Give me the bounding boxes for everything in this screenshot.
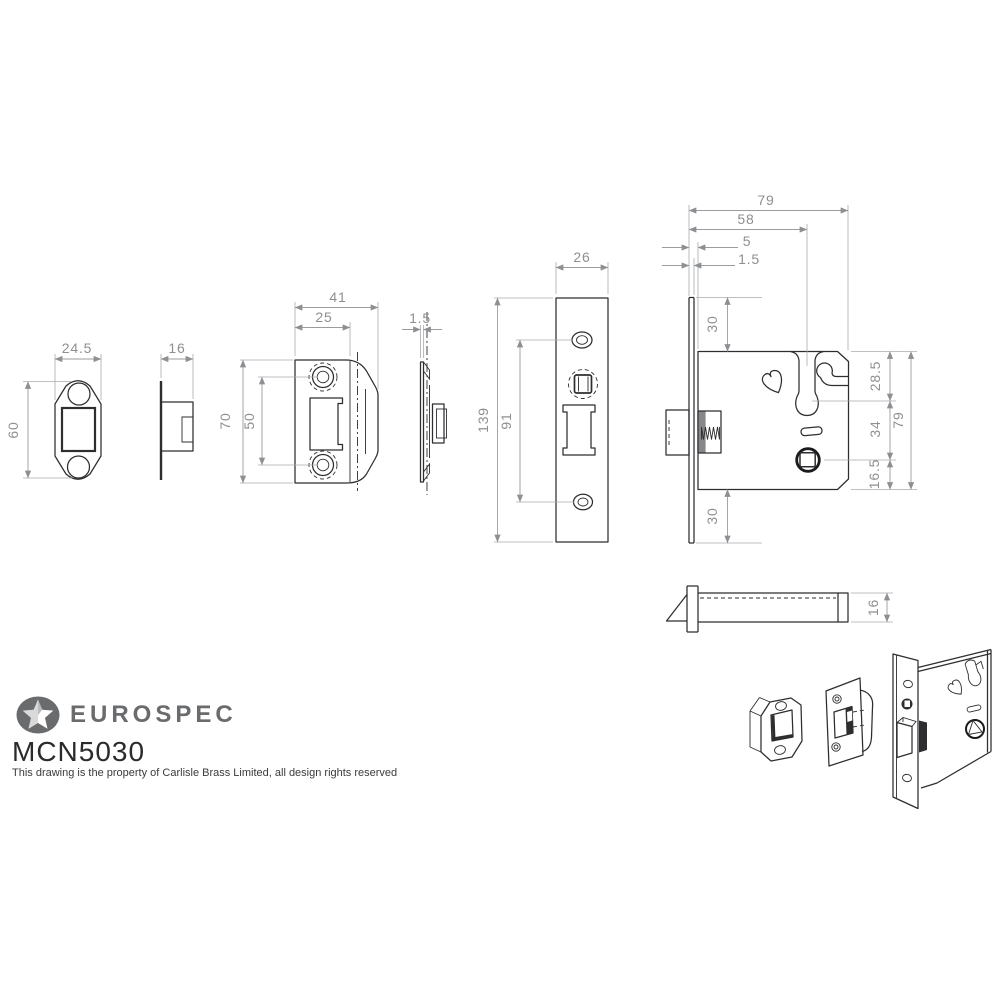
latch-spring (701, 426, 720, 440)
dim-strike-plate-width: 25 (315, 309, 332, 325)
dim-faceplate-hole-centres: 91 (498, 412, 514, 429)
dim-case-bottom-offset: 30 (704, 507, 720, 524)
dim-follower-from-bottom: 16.5 (866, 459, 882, 489)
dim-latch-height: 16 (865, 599, 881, 616)
dust-box-side-view: 16 (159, 340, 194, 480)
spindle-follower (795, 447, 821, 473)
dim-dust-depth: 16 (168, 340, 185, 356)
latch-bolt (665, 409, 690, 456)
dim-strike-thickness: 1.5 (409, 310, 431, 326)
dim-case-height: 79 (890, 411, 906, 428)
model-number: MCN5030 (12, 736, 146, 767)
heart-3d (947, 679, 962, 695)
heart-cutout (761, 369, 783, 394)
copyright-note: This drawing is the property of Carlisle… (12, 767, 398, 779)
strike-plate-side-view: 1.5 (402, 310, 447, 495)
brand-logo: EUROSPEC (16, 696, 237, 734)
strike-plate-3d-view (825, 677, 874, 767)
dim-faceplate-height: 139 (475, 407, 491, 433)
dim-case-top-offset: 30 (704, 315, 720, 332)
dim-strike-hole-centres: 50 (241, 412, 257, 429)
dim-keyhole-from-top: 28.5 (867, 361, 883, 391)
dim-keyhole-to-follower: 34 (867, 420, 883, 437)
dim-strike-height: 70 (217, 412, 233, 429)
dim-case-inset: 5 (743, 233, 752, 249)
dim-strike-width: 41 (329, 289, 346, 305)
dim-dust-width: 24.5 (62, 340, 92, 356)
keyhole-3d (964, 659, 984, 687)
dim-faceplate-width: 26 (573, 249, 590, 265)
dim-case-depth: 79 (757, 192, 774, 208)
lock-case-3d-view (892, 648, 992, 810)
strike-plate-front-view: 41 25 70 50 (217, 289, 379, 491)
star-icon (16, 696, 60, 734)
brand-name: EUROSPEC (70, 701, 237, 728)
dim-dust-height: 60 (5, 421, 21, 438)
lock-body-side-view: 79 58 5 1.5 30 30 28.5 34 16.5 79 (662, 192, 917, 544)
dust-box-3d-view (749, 697, 803, 762)
dust-box-front-view: 24.5 60 (5, 340, 102, 480)
lock-bottom-view: 16 (665, 585, 893, 633)
dim-faceplate-thickness: 1.5 (738, 251, 760, 267)
hook-cutout (816, 362, 849, 387)
lock-faceplate-front-view: 26 139 91 (475, 249, 609, 543)
dim-backset: 58 (737, 211, 754, 227)
